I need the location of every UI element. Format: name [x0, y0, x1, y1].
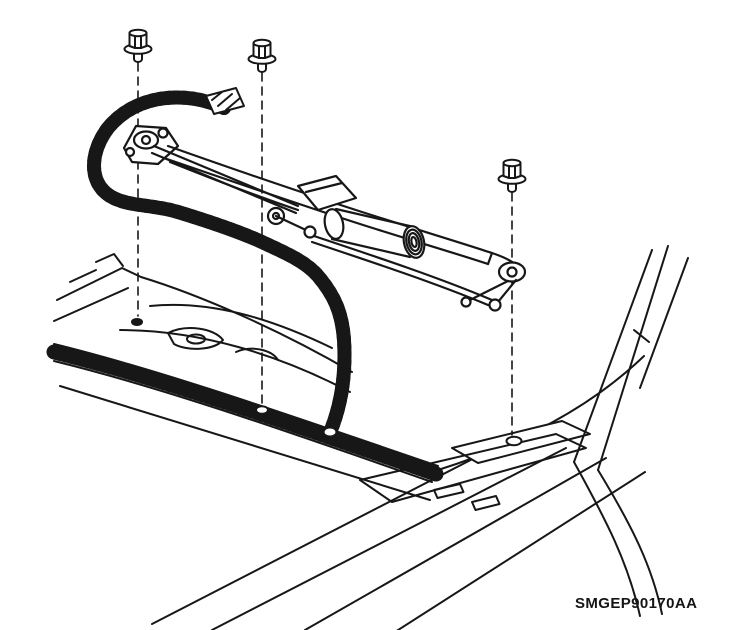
mounting-bolt-2 — [247, 38, 277, 73]
bolt-hole-1 — [131, 318, 143, 326]
link-rods — [150, 144, 494, 307]
left-pivot-mount — [122, 124, 180, 166]
harness-connector — [205, 87, 245, 115]
a-pillar — [573, 245, 689, 617]
right-pivot — [460, 251, 527, 312]
crank-arm — [266, 206, 317, 239]
floor-panel-lines — [151, 431, 646, 630]
conduit-open-end — [322, 426, 338, 438]
vehicle-body — [46, 245, 689, 630]
cowl-corner-panel — [53, 253, 142, 322]
wiper-motor — [323, 207, 426, 259]
figure-code-label: SMGEP90170AA — [575, 595, 698, 612]
bolt-hole-3 — [505, 435, 523, 447]
cowl-surface-lines — [119, 276, 353, 393]
motor-bracket — [296, 174, 358, 212]
mounting-bolt-1 — [123, 28, 153, 63]
wiper-linkage-assembly — [122, 124, 527, 312]
cowl-hatch-band — [46, 343, 444, 483]
mounting-bolt-3 — [497, 158, 527, 193]
frame-tubes — [162, 144, 494, 266]
bolt-hole-2 — [255, 405, 269, 415]
harness-conduit — [87, 87, 352, 438]
